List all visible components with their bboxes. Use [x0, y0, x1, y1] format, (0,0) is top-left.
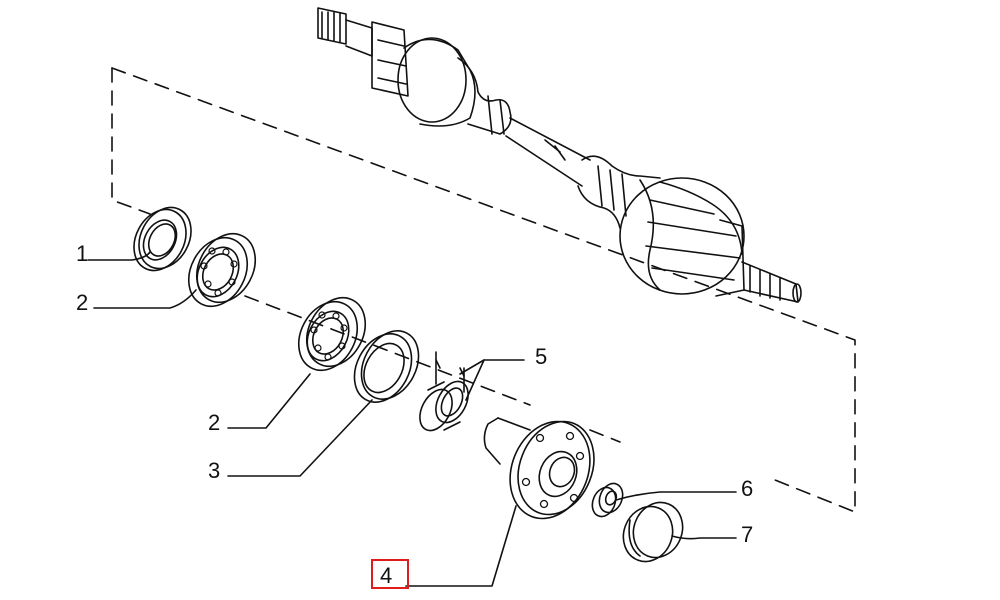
callout-1: 1 — [76, 241, 89, 266]
part-2-bearing-upper — [187, 232, 257, 308]
callout-7: 7 — [741, 522, 754, 547]
part-7-cap — [622, 501, 684, 563]
callout-2-lower: 2 — [208, 410, 221, 435]
part-6-nut — [591, 482, 624, 518]
assembly-dashed-outline — [111, 67, 856, 513]
callout-4: 4 — [380, 563, 393, 588]
callout-3: 3 — [208, 458, 221, 483]
callout-6: 6 — [741, 476, 754, 501]
part-4-hub — [483, 417, 595, 520]
part-2-bearing-lower — [297, 296, 367, 372]
callout-2-upper: 2 — [76, 290, 89, 315]
part-3-seal-ring — [353, 330, 420, 403]
callout-5: 5 — [535, 344, 548, 369]
part-5-spacer — [419, 351, 469, 432]
drive-shaft — [317, 7, 802, 303]
callout-4-highlight-box — [371, 559, 409, 589]
part-1-seal — [133, 206, 192, 272]
leader-lines — [87, 251, 737, 587]
